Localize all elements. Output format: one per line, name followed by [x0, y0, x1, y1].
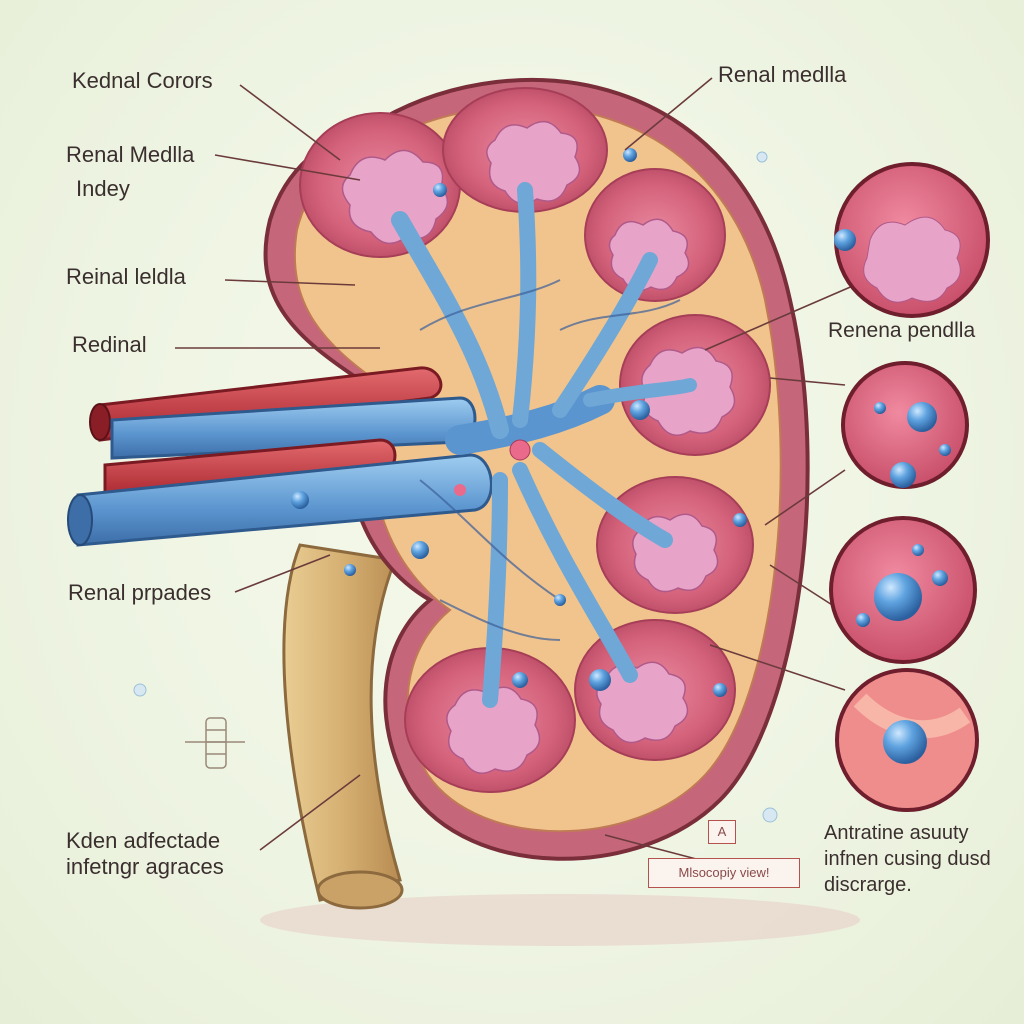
label-renal-prpades: Renal prpades — [68, 580, 212, 605]
label-reinal-leldla: Reinal leldla — [66, 264, 186, 289]
label-redinal: Redinal — [72, 332, 147, 357]
ground-shadow — [260, 894, 860, 946]
ureter — [282, 543, 402, 902]
label-renena-pendlla: Renena pendlla — [828, 319, 976, 342]
renal-pelvis-branches — [391, 182, 697, 708]
label-renal-medlla-top: Renal medlla — [718, 62, 847, 87]
label-kednal-corors: Kednal Corors — [72, 68, 213, 93]
fluid-droplets — [133, 148, 778, 823]
label-antratine-asuuty: Antratine asuuty infnen cusing dusd disc… — [824, 822, 991, 896]
microscopic-inset-2 — [841, 361, 969, 489]
leader-lines — [175, 77, 856, 861]
microscopic-inset-3 — [829, 516, 977, 664]
ureter-opening — [316, 870, 404, 910]
inset-letter-box: A — [708, 820, 736, 844]
label-renal-medlla-left: Renal Medlla — [66, 142, 195, 167]
label-kden-adfectade: Kden adfectade infetngr agraces — [66, 828, 224, 879]
microscopic-inset-4 — [835, 668, 979, 812]
microscopic-inset-1 — [834, 162, 990, 318]
vessel-network — [419, 279, 681, 641]
renal-vein-lower — [76, 453, 493, 547]
label-indey: Indey — [76, 176, 130, 201]
spine-segment-icon — [185, 717, 245, 769]
microscopy-view-box: Mlsocopiy view! — [648, 858, 800, 888]
